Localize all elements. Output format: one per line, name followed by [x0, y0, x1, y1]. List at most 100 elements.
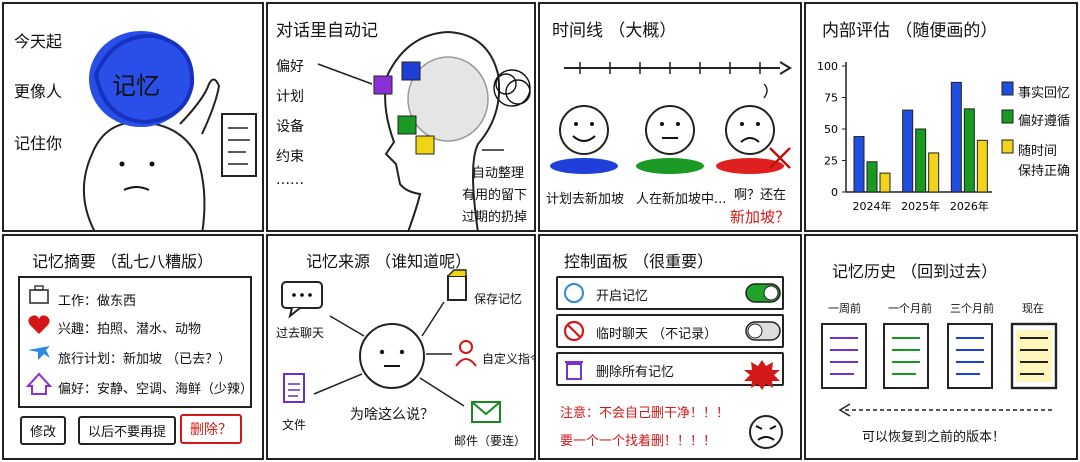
panel-auto-record: 对话里自动记 偏好 计划 设备 约束 …… 自动整理 有用的留下 过期的扔掉 [266, 2, 536, 232]
briefcase-icon [29, 285, 49, 304]
x-tick-label: 2024年 [853, 199, 892, 213]
row-enable-memory[interactable] [556, 276, 784, 310]
note-discard: 过期的扔掉 [462, 210, 528, 225]
row-label: 兴趣： [58, 322, 98, 337]
legend-fact-recall: 事实回忆 [1018, 86, 1071, 101]
warning-line-1: 注意：不会自己删干净！！！ [560, 406, 730, 421]
note-keep: 有用的留下 [462, 188, 528, 203]
center-face [359, 323, 425, 389]
summary-box [18, 276, 252, 408]
panel-memory-sources: 记忆来源 （谁知道呢） 过去聊天 保存记忆 自定义指令 文件 邮件（要连） 为啥… [266, 234, 536, 460]
bar-2 [866, 161, 878, 193]
head-profile-brain [317, 30, 531, 230]
x-mark [769, 147, 791, 169]
label-planning: 计划去新加坡 [546, 192, 625, 207]
row-text: 拍照、潜水、动物 [97, 322, 202, 337]
row-text: 做东西 [97, 294, 137, 309]
line-2: 更像人 [14, 82, 63, 101]
label-saved-memory: 保存记忆 [474, 292, 523, 306]
angry-face [749, 415, 783, 449]
line-1: 今天起 [14, 32, 63, 51]
row-preference: 偏好：安静、空调、海鲜（少辣） [58, 378, 253, 397]
row-interest: 兴趣：拍照、潜水、动物 [58, 318, 201, 337]
row-delete-all[interactable] [556, 352, 784, 386]
y-tick-label: 0 [831, 186, 838, 199]
toggle-off [745, 321, 781, 341]
panel-timeline: 时间线 （大概） [538, 2, 802, 232]
memory-bubble-icon [564, 283, 584, 303]
legend-stay-correct: 保持正确 [1018, 164, 1071, 179]
block-icon [563, 320, 585, 342]
delete-button[interactable]: 删除？ [180, 414, 242, 444]
row-label: 工作： [58, 294, 98, 309]
label-custom-instruction: 自定义指令 [482, 352, 534, 366]
panel-memory-history: 记忆历史 （回到过去） 一周前 一个月前 三个月前 现在 可以恢复到之前的版本！ [804, 234, 1078, 460]
bar-3 [976, 139, 988, 193]
notebook-three-months-ago [947, 323, 993, 389]
person-scribble-brain [83, 31, 257, 230]
panel-title: 记忆历史 （回到过去） [832, 262, 998, 281]
y-tick-label: 50 [824, 123, 838, 136]
danger-burst-icon [744, 360, 780, 390]
bar-2 [963, 108, 975, 193]
label-mail: 邮件（要连） [454, 434, 527, 448]
panel-remember-you: 今天起 更像人 记住你 记忆 [2, 2, 264, 232]
memory-block-blue [401, 61, 421, 81]
label-temp-chat: 临时聊天 （不记录） [596, 327, 718, 342]
note-organize: 自动整理 [472, 166, 525, 181]
item-constraint: 约束 [276, 149, 304, 165]
home-icon [25, 372, 53, 395]
bar-3 [928, 152, 940, 193]
label-file: 文件 [282, 418, 307, 432]
bar-1 [853, 136, 865, 193]
item-device: 设备 [276, 119, 304, 135]
item-preference: 偏好 [276, 59, 304, 75]
bar-1 [902, 109, 914, 193]
memory-block-green [397, 115, 417, 135]
line-3: 记住你 [14, 134, 63, 153]
memory-block-yellow [415, 135, 435, 155]
tangle-scribble [493, 69, 531, 107]
panel-memory-summary: 记忆摘要 （乱七八糟版） 工作：做东西 兴趣：拍照、潜水、动物 旅行计划：新加坡… [2, 234, 264, 460]
legend-swatch [1001, 109, 1014, 124]
y-tick-label: 25 [824, 155, 838, 168]
happy-face [550, 105, 618, 174]
sources-diagram [281, 269, 501, 423]
mail-icon [471, 401, 501, 423]
note-card [221, 113, 257, 177]
x-tick-label: 2026年 [950, 199, 989, 213]
history-notebooks [821, 322, 1058, 417]
panel-title: 记忆来源 （谁知道呢） [306, 252, 472, 271]
restore-note: 可以恢复到之前的版本！ [862, 430, 1006, 445]
head-outline [83, 120, 206, 230]
bar-2 [915, 128, 927, 193]
summary-icons [25, 285, 53, 395]
label-enable-memory: 开启记忆 [596, 289, 649, 304]
toggle-on [745, 283, 781, 303]
x-tick-label: 2025年 [901, 199, 940, 213]
legend-over-time: 随时间 [1018, 144, 1058, 159]
brain-label: 记忆 [112, 72, 160, 100]
item-plan: 计划 [276, 89, 304, 105]
plane-icon [28, 346, 50, 360]
control-icons [563, 283, 783, 449]
panel-title: 对话里自动记 [276, 21, 378, 41]
timeline-faces [550, 61, 792, 174]
chat-bubble-icon [281, 281, 323, 319]
row-travel: 旅行计划：新加坡 （已去？） [58, 348, 231, 367]
bar-3 [879, 172, 891, 193]
label-singapore-question: 新加坡？ [730, 208, 791, 226]
row-temp-chat[interactable] [556, 314, 784, 348]
neutral-face [636, 105, 704, 174]
y-tick-label: 75 [824, 92, 838, 105]
brain-scribble [89, 31, 193, 127]
label-delete-all: 删除所有记忆 [596, 365, 675, 380]
never-mention-button[interactable]: 以后不要再提 [78, 416, 177, 445]
label-why: 为啥这么说？ [350, 407, 434, 423]
sad-face [716, 83, 784, 174]
label-three-months-ago: 三个月前 [950, 302, 994, 315]
edit-button[interactable]: 修改 [20, 416, 67, 445]
